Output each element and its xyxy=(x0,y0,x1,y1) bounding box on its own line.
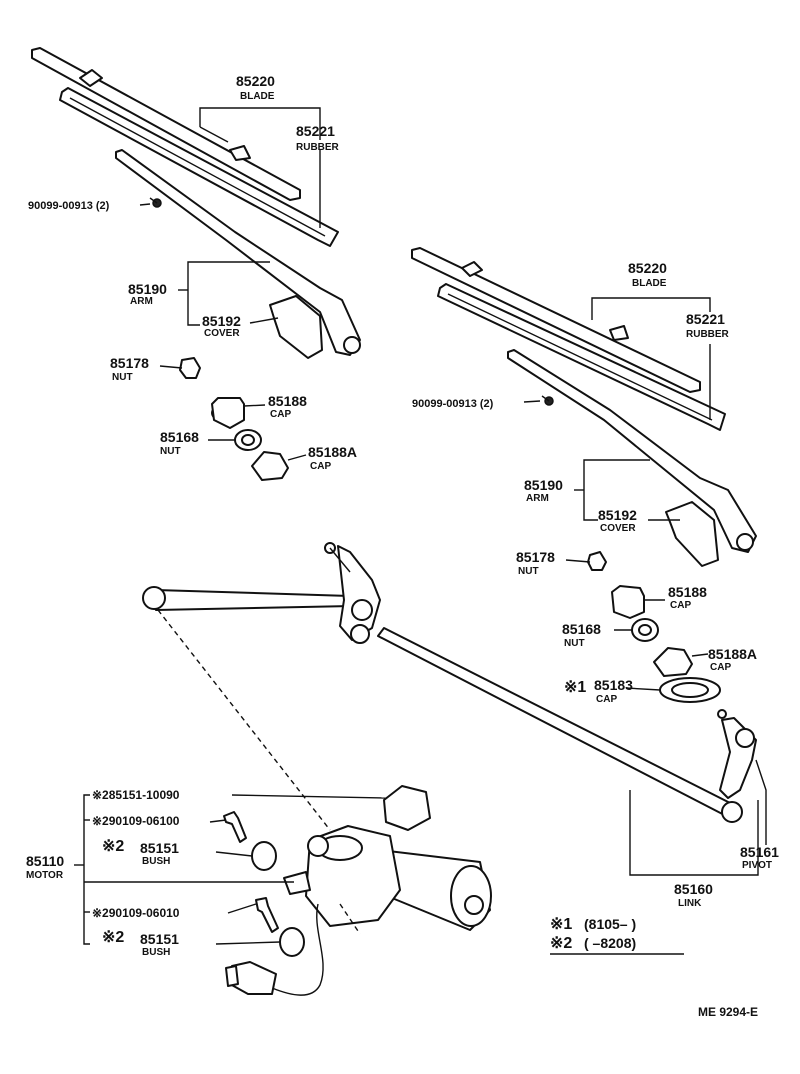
right-nut2-number: 85168 xyxy=(562,621,601,637)
motor-part-5-mark: ※2 xyxy=(102,929,124,946)
right-nut-name: NUT xyxy=(518,566,539,577)
motor-part-2: ※290109-06100 xyxy=(92,814,180,828)
pivot-name: PIVOT xyxy=(742,860,772,871)
right-capa-name: CAP xyxy=(710,662,731,673)
left-wiper-arm xyxy=(115,149,361,359)
left-screw-number: 90099-00913 (2) xyxy=(28,200,110,212)
right-wiper-blade xyxy=(411,247,726,431)
left-wiper-blade xyxy=(31,47,339,247)
left-capa-name: CAP xyxy=(310,461,331,472)
note-1-mark: ※1 xyxy=(550,916,572,933)
right-nut-number: 85178 xyxy=(516,549,555,565)
note-2-mark: ※2 xyxy=(550,935,572,952)
left-rubber-name: RUBBER xyxy=(296,142,340,153)
right-rubber-number: 85221 xyxy=(686,311,725,327)
left-cap-name: CAP xyxy=(270,409,291,420)
left-small-parts xyxy=(149,197,289,481)
motor-part-4: ※290109-06010 xyxy=(92,906,180,920)
right-blade-number: 85220 xyxy=(628,260,667,276)
motor-part-1: ※285151-10090 xyxy=(92,788,180,802)
motor-part-3-number: 85151 xyxy=(140,840,179,856)
pivot-number: 85161 xyxy=(740,844,779,860)
right-cap-name: CAP xyxy=(670,600,691,611)
right-cap83-mark: ※1 xyxy=(564,679,586,696)
left-arm-name: ARM xyxy=(130,296,153,307)
left-nut2-name: NUT xyxy=(160,446,181,457)
figure-code: ME 9294-E xyxy=(698,1005,758,1019)
motor-number: 85110 xyxy=(26,853,64,869)
motor-part-5-name: BUSH xyxy=(142,947,170,958)
right-arm-name: ARM xyxy=(526,493,549,504)
right-screw-number: 90099-00913 (2) xyxy=(412,398,494,410)
right-capa-number: 85188A xyxy=(708,646,757,662)
right-nut2-name: NUT xyxy=(564,638,585,649)
left-blade-number: 85220 xyxy=(236,73,275,89)
right-cap83-name: CAP xyxy=(596,694,617,705)
right-cap-number: 85188 xyxy=(668,584,707,600)
leader-lines xyxy=(74,107,767,955)
motor-name: MOTOR xyxy=(26,870,64,881)
right-wiper-arm xyxy=(507,349,757,567)
right-arm-number: 85190 xyxy=(524,477,563,493)
pivot xyxy=(717,709,757,799)
left-rubber-number: 85221 xyxy=(296,123,335,139)
motor-part-3-name: BUSH xyxy=(142,856,170,867)
left-nut-name: NUT xyxy=(112,372,133,383)
motor-part-5-number: 85151 xyxy=(140,931,179,947)
link-assembly xyxy=(142,542,743,823)
left-cover-number: 85192 xyxy=(202,313,241,329)
right-small-parts xyxy=(541,395,721,703)
note-2-text: ( –8208) xyxy=(584,935,636,951)
right-cap83-number: 85183 xyxy=(594,677,633,693)
right-cover-number: 85192 xyxy=(598,507,637,523)
link-name: LINK xyxy=(678,898,702,909)
left-cap-number: 85188 xyxy=(268,393,307,409)
motor-part-3-mark: ※2 xyxy=(102,838,124,855)
wiper-motor xyxy=(225,785,492,996)
left-cover-name: COVER xyxy=(204,328,240,339)
right-cover-name: COVER xyxy=(600,523,636,534)
right-rubber-name: RUBBER xyxy=(686,329,730,340)
left-capa-number: 85188A xyxy=(308,444,357,460)
motor-small-parts xyxy=(223,811,305,957)
right-blade-name: BLADE xyxy=(632,278,667,289)
left-arm-number: 85190 xyxy=(128,281,167,297)
left-nut-number: 85178 xyxy=(110,355,149,371)
note-1-text: (8105– ) xyxy=(584,916,636,932)
left-nut2-number: 85168 xyxy=(160,429,199,445)
link-number: 85160 xyxy=(674,881,713,897)
left-blade-name: BLADE xyxy=(240,91,275,102)
